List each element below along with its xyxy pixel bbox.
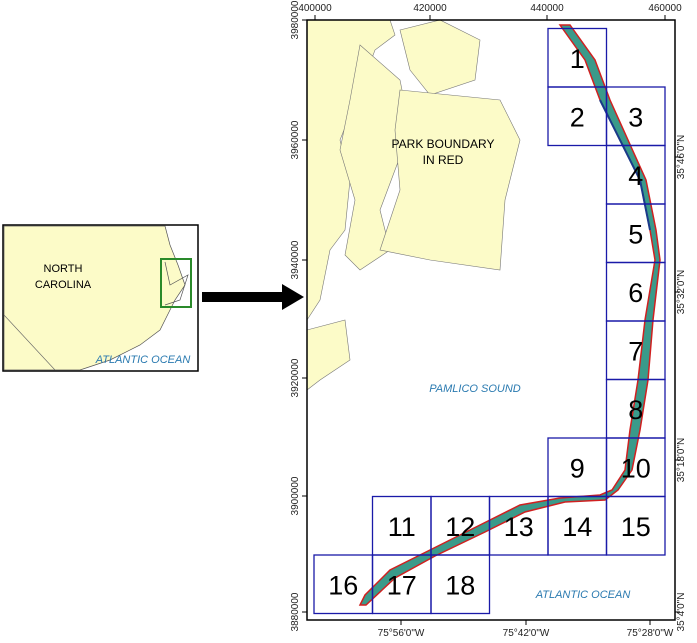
map-tile-15[interactable]: 15 (605, 495, 666, 556)
right-tick-label: 35°32'0"N (676, 270, 687, 315)
tile-number: 2 (570, 102, 585, 132)
right-tick-label: 35°18'0"N (676, 438, 687, 483)
inset-land (3, 225, 186, 371)
tile-number: 12 (445, 512, 475, 542)
tile-number: 14 (562, 512, 592, 542)
top-tick-label: 440000 (530, 3, 564, 14)
map-tile-18[interactable]: 18 (430, 554, 491, 615)
top-tick-label: 460000 (648, 3, 682, 14)
inset-state-label: NORTH (44, 263, 83, 275)
inset-map: NORTH CAROLINA ATLANTIC OCEAN (2, 224, 199, 372)
tile-number: 11 (388, 512, 416, 542)
right-tick-label: 35°46'0"N (676, 135, 687, 180)
park-label: PARK BOUNDARY (392, 137, 495, 151)
left-tick-label: 3980000 (290, 0, 301, 39)
top-tick-label: 420000 (413, 3, 447, 14)
map-tile-12[interactable]: 12 (430, 495, 491, 556)
tile-number: 13 (504, 512, 534, 542)
left-tick-label: 3880000 (290, 592, 301, 631)
map-tile-13[interactable]: 13 (488, 495, 549, 556)
left-tick-label: 3920000 (290, 358, 301, 397)
sound-label: PAMLICO SOUND (429, 383, 521, 395)
main-map: PARK BOUNDARY IN RED PAMLICO SOUND ATLAN… (306, 19, 676, 621)
tile-number: 3 (628, 102, 643, 132)
inset-ocean-label: ATLANTIC OCEAN (95, 354, 191, 366)
bottom-tick-label: 75°28'0"W (627, 628, 674, 639)
tile-number: 8 (628, 395, 643, 425)
tile-number: 15 (621, 512, 651, 542)
left-tick-label: 3940000 (290, 240, 301, 279)
left-tick-label: 3960000 (290, 120, 301, 159)
tile-number: 7 (628, 336, 643, 366)
top-tick-label: 400000 (298, 3, 332, 14)
right-tick-label: 35°4'0"N (676, 593, 687, 632)
tile-number: 10 (621, 453, 651, 483)
park-label: IN RED (423, 153, 464, 167)
tile-number: 16 (328, 570, 358, 600)
tile-number: 9 (570, 453, 585, 483)
tile-number: 4 (628, 161, 643, 191)
tile-number: 6 (628, 278, 643, 308)
inset-state-label: CAROLINA (35, 279, 92, 291)
tile-number: 1 (570, 44, 585, 74)
left-tick-label: 3900000 (290, 476, 301, 515)
tile-number: 17 (387, 570, 417, 600)
inset-study-area-box (160, 258, 192, 308)
ocean-label: ATLANTIC OCEAN (535, 589, 631, 601)
tile-number: 18 (445, 570, 475, 600)
park-boundary (358, 24, 661, 606)
bottom-tick-label: 75°42'0"W (503, 628, 550, 639)
arrow-icon (202, 284, 304, 310)
tile-number: 5 (628, 219, 643, 249)
bottom-tick-label: 75°56'0"W (378, 628, 425, 639)
